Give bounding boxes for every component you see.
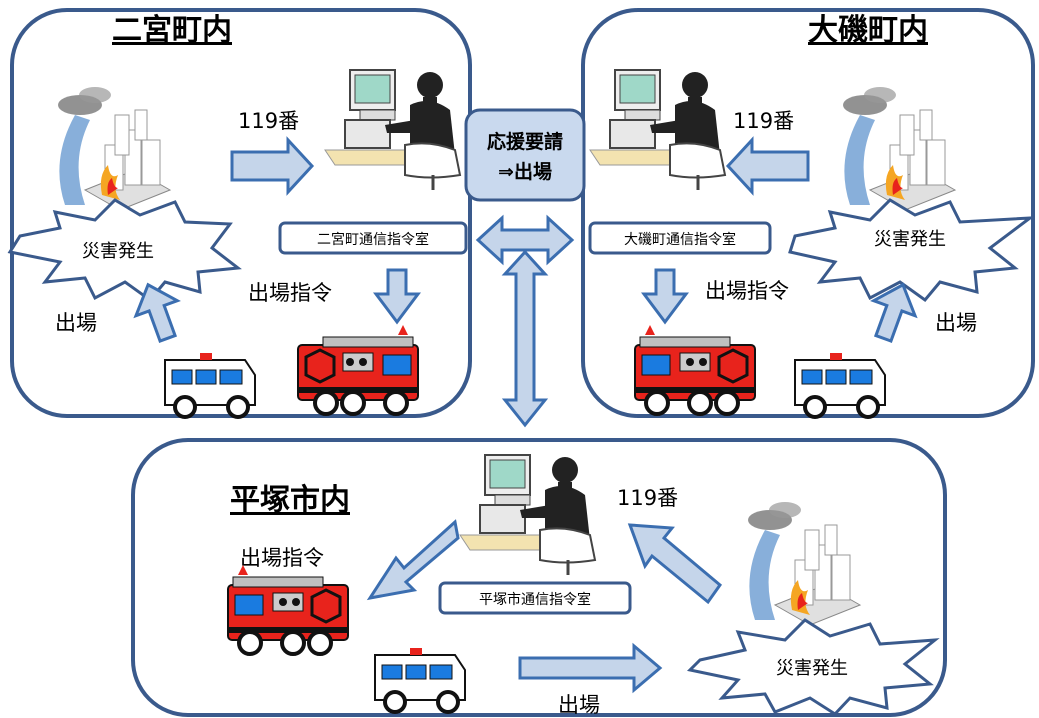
hiratsuka-dispatch-arrow	[518, 642, 663, 694]
support-line2: ⇒出場	[498, 160, 552, 183]
oiso-dispatch-order-label: 出場指令	[705, 279, 789, 303]
oiso-center-box	[588, 221, 772, 255]
ninomiya-dispatch-order-arrow	[373, 268, 421, 325]
hiratsuka-call-label: 119番	[617, 486, 678, 510]
oiso-center-label: 大磯町通信指令室	[624, 231, 736, 248]
oiso-disaster-label: 災害発生	[874, 229, 946, 250]
support-vertical-arrow	[501, 249, 549, 428]
ninomiya-call-label: 119番	[238, 109, 299, 133]
ninomiya-title: 二宮町内	[112, 13, 232, 48]
oiso-operator-icon	[588, 68, 727, 192]
oiso-title: 大磯町内	[808, 13, 928, 48]
ninomiya-call-arrow	[230, 136, 315, 196]
hiratsuka-title: 平塚市内	[230, 483, 350, 518]
hiratsuka-ambulance-icon	[373, 646, 467, 714]
hiratsuka-dispatch-order-label: 出場指令	[240, 546, 324, 570]
hiratsuka-fire-engine-icon	[226, 563, 350, 656]
oiso-dispatch-arrow	[870, 282, 918, 343]
ninomiya-ambulance-icon	[163, 351, 257, 419]
ninomiya-center-box	[278, 221, 468, 255]
oiso-ambulance-icon	[793, 351, 887, 419]
ninomiya-operator-icon	[323, 68, 462, 192]
hiratsuka-dispatch-label: 出場	[558, 693, 600, 717]
support-line1: 応援要請	[487, 130, 563, 153]
ninomiya-disaster-burst	[7, 198, 242, 303]
ninomiya-disaster-label: 災害発生	[82, 241, 154, 262]
hiratsuka-fire-icon	[747, 501, 861, 626]
hiratsuka-frame	[131, 438, 947, 717]
hiratsuka-center-box	[438, 581, 632, 615]
oiso-dispatch-order-arrow	[641, 268, 689, 325]
hiratsuka-call-arrow	[627, 523, 723, 605]
hiratsuka-center-label: 平塚市通信指令室	[479, 591, 591, 608]
oiso-fire-icon	[842, 86, 956, 211]
hiratsuka-disaster-label: 災害発生	[776, 658, 848, 679]
oiso-dispatch-label: 出場	[935, 311, 977, 335]
ninomiya-center-label: 二宮町通信指令室	[317, 231, 429, 248]
ninomiya-dispatch-label: 出場	[55, 311, 97, 335]
oiso-call-arrow	[725, 136, 810, 196]
support-horizontal-arrow	[475, 214, 575, 266]
oiso-fire-engine-icon	[633, 323, 757, 416]
ninomiya-dispatch-arrow	[133, 282, 181, 343]
support-request-box	[464, 108, 586, 202]
ninomiya-dispatch-order-label: 出場指令	[248, 281, 332, 305]
ninomiya-fire-engine-icon	[296, 323, 420, 416]
hiratsuka-operator-icon	[458, 453, 597, 577]
oiso-call-label: 119番	[733, 109, 794, 133]
ninomiya-fire-icon	[57, 86, 171, 211]
hiratsuka-dispatch-order-arrow	[366, 519, 460, 601]
oiso-disaster-burst	[788, 198, 1035, 303]
hiratsuka-disaster-burst	[686, 618, 940, 716]
